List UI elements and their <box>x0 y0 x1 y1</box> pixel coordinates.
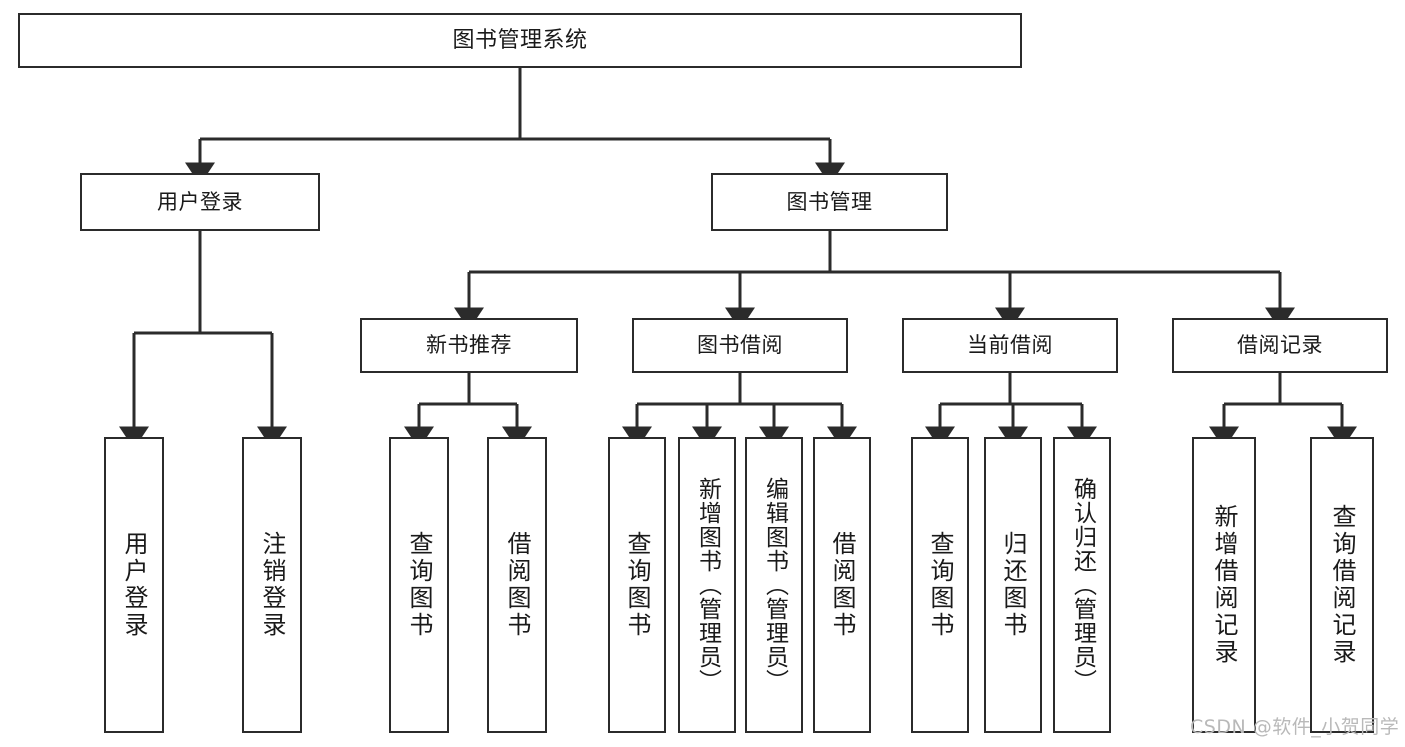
node-leaf-edit-book[interactable]: 编辑图书（管理员） <box>745 437 803 733</box>
node-book-manage-label: 图书管理 <box>786 189 873 214</box>
node-user-login-label: 用户登录 <box>157 189 243 214</box>
node-leaf-user-login[interactable]: 用户登录 <box>104 437 164 733</box>
node-root-label: 图书管理系统 <box>452 27 588 53</box>
node-new-book-recommend[interactable]: 新书推荐 <box>360 318 578 373</box>
node-borrow-record[interactable]: 借阅记录 <box>1172 318 1388 373</box>
node-leaf-borrow-book-2-label: 借阅图书 <box>828 531 856 639</box>
node-user-login[interactable]: 用户登录 <box>80 173 320 231</box>
node-leaf-return-book[interactable]: 归还图书 <box>984 437 1042 733</box>
node-leaf-add-record-label: 新增借阅记录 <box>1210 504 1238 666</box>
node-leaf-return-book-label: 归还图书 <box>999 531 1027 639</box>
node-leaf-query-book-2[interactable]: 查询图书 <box>608 437 666 733</box>
node-leaf-query-book-3[interactable]: 查询图书 <box>911 437 969 733</box>
node-leaf-query-book-2-label: 查询图书 <box>623 531 651 639</box>
node-leaf-query-record[interactable]: 查询借阅记录 <box>1310 437 1374 733</box>
node-root[interactable]: 图书管理系统 <box>18 13 1022 68</box>
node-leaf-add-book[interactable]: 新增图书（管理员） <box>678 437 736 733</box>
node-leaf-borrow-book-2[interactable]: 借阅图书 <box>813 437 871 733</box>
node-leaf-borrow-book-1[interactable]: 借阅图书 <box>487 437 547 733</box>
node-leaf-borrow-book-1-label: 借阅图书 <box>503 531 531 639</box>
node-leaf-query-book-3-label: 查询图书 <box>926 531 954 639</box>
node-book-borrow[interactable]: 图书借阅 <box>632 318 848 373</box>
node-book-borrow-label: 图书借阅 <box>697 333 783 358</box>
node-leaf-add-record[interactable]: 新增借阅记录 <box>1192 437 1256 733</box>
node-leaf-query-book-1[interactable]: 查询图书 <box>389 437 449 733</box>
node-leaf-query-record-label: 查询借阅记录 <box>1328 504 1356 666</box>
node-leaf-confirm-return[interactable]: 确认归还（管理员） <box>1053 437 1111 733</box>
node-book-manage[interactable]: 图书管理 <box>711 173 948 231</box>
node-leaf-logout-login[interactable]: 注销登录 <box>242 437 302 733</box>
node-leaf-edit-book-label: 编辑图书（管理员） <box>761 477 788 693</box>
node-current-borrow[interactable]: 当前借阅 <box>902 318 1118 373</box>
node-current-borrow-label: 当前借阅 <box>967 333 1053 358</box>
node-leaf-logout-login-label: 注销登录 <box>258 531 286 639</box>
node-borrow-record-label: 借阅记录 <box>1237 333 1323 358</box>
node-leaf-add-book-label: 新增图书（管理员） <box>694 477 721 693</box>
node-new-book-recommend-label: 新书推荐 <box>426 333 512 358</box>
node-leaf-query-book-1-label: 查询图书 <box>405 531 433 639</box>
csdn-watermark: CSDN @软件_小贺同学 <box>1190 716 1400 738</box>
node-leaf-confirm-return-label: 确认归还（管理员） <box>1069 477 1096 693</box>
node-leaf-user-login-label: 用户登录 <box>120 531 148 639</box>
